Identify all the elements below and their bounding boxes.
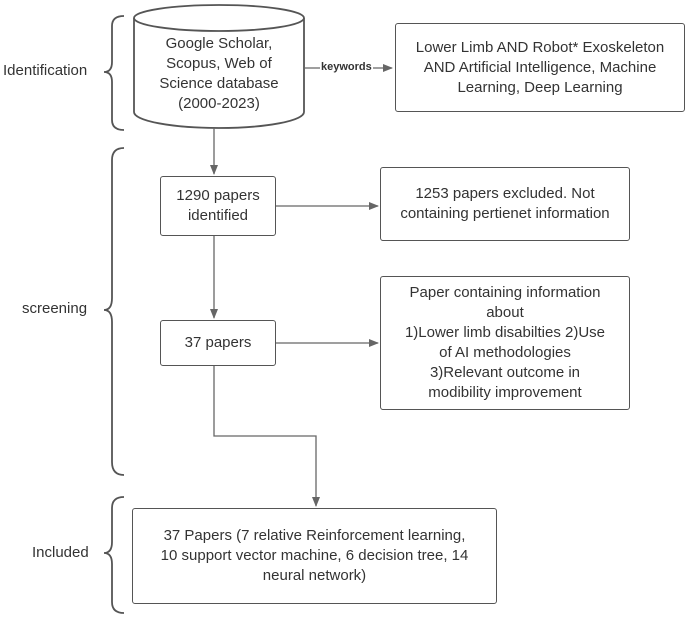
included-brace (103, 496, 125, 614)
excluded-box: 1253 papers excluded. Not containing per… (380, 167, 630, 241)
stage-label-included: Included (32, 544, 89, 561)
stage-label-identification: Identification (3, 62, 88, 79)
included-box: 37 Papers (7 relative Reinforcement lear… (132, 508, 497, 604)
papers37-box: 37 papers (160, 320, 276, 366)
screening-brace (103, 147, 125, 476)
database-text: Google Scholar, Scopus, Web of Science d… (136, 34, 302, 114)
37papers-to-included-arrow (213, 366, 320, 507)
database-label: Google Scholar, Scopus, Web of Science d… (159, 35, 279, 112)
keywords-box: Lower Limb AND Robot* Exoskeleton AND Ar… (395, 23, 685, 112)
identification-brace (103, 15, 125, 131)
stage-label-screening: screening (22, 300, 88, 317)
database-cylinder-icon (133, 4, 305, 129)
identified-box: 1290 papers identified (160, 176, 276, 236)
criteria-box: Paper containing information about 1)Low… (380, 276, 630, 410)
keywords-label: keywords (320, 61, 373, 73)
